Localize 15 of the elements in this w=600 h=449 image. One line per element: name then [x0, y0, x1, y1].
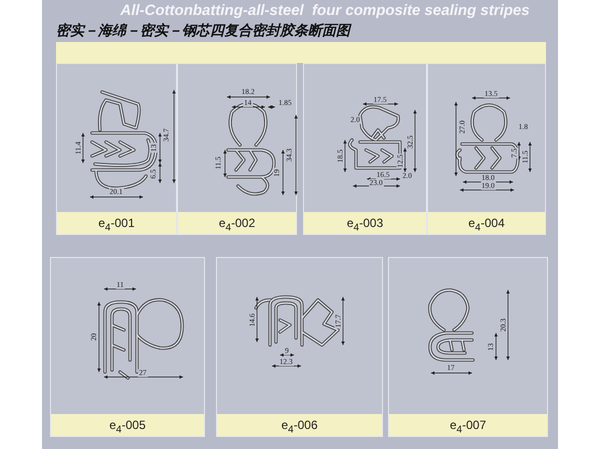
product-code: e$_{4}$-007 — [389, 414, 547, 436]
product-code: e$_{4}$-004 — [428, 212, 545, 234]
subtitle: 密实－海绵－密实－钢芯四复合密封胶条断面图 — [56, 22, 350, 40]
title: All-Cottonbatting-all-steel four composite sealing stripes — [119, 2, 531, 19]
product-panel — [427, 63, 546, 235]
product-panel — [50, 257, 205, 437]
product-panel — [177, 63, 297, 235]
product-code: e$_{4}$-005 — [51, 414, 204, 436]
product-code: e$_{4}$-006 — [217, 414, 382, 436]
product-panel — [303, 63, 427, 235]
product-code: e$_{4}$-001 — [57, 212, 176, 234]
product-panel — [216, 257, 383, 437]
product-code: e$_{4}$-002 — [178, 212, 296, 234]
product-panel — [388, 257, 548, 437]
product-code: e$_{4}$-003 — [304, 212, 426, 234]
